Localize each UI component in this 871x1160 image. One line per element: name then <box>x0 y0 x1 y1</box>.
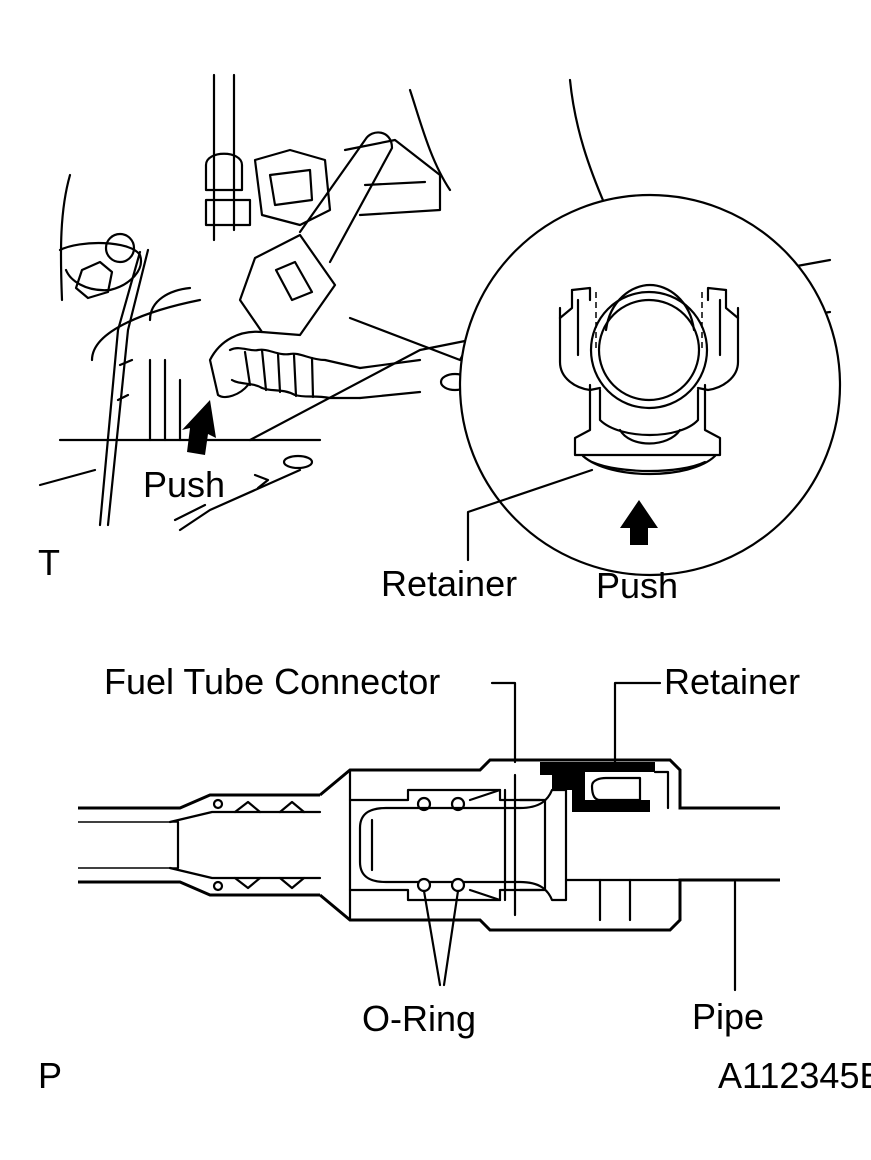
figure-id: A112345E01 <box>718 1055 871 1096</box>
fuel-tube-connector-label: Fuel Tube Connector <box>104 661 440 702</box>
retainer-label-top: Retainer <box>381 563 517 604</box>
retainer-zoom-detail <box>458 193 842 577</box>
engine-bay-illustration <box>38 73 832 532</box>
push-label-right: Push <box>596 565 678 606</box>
view-mark-section: P <box>38 1055 62 1096</box>
push-label-left: Push <box>143 464 225 505</box>
view-mark-top: T <box>38 542 60 583</box>
arrow-up-icon <box>182 400 216 455</box>
push-arrow-left <box>182 400 216 455</box>
o-ring-label: O-Ring <box>362 998 476 1039</box>
retainer-label-section: Retainer <box>664 661 800 702</box>
arrow-up-icon <box>620 500 658 545</box>
pipe-label: Pipe <box>692 996 764 1037</box>
fuel-tube-connector-section <box>78 681 780 992</box>
